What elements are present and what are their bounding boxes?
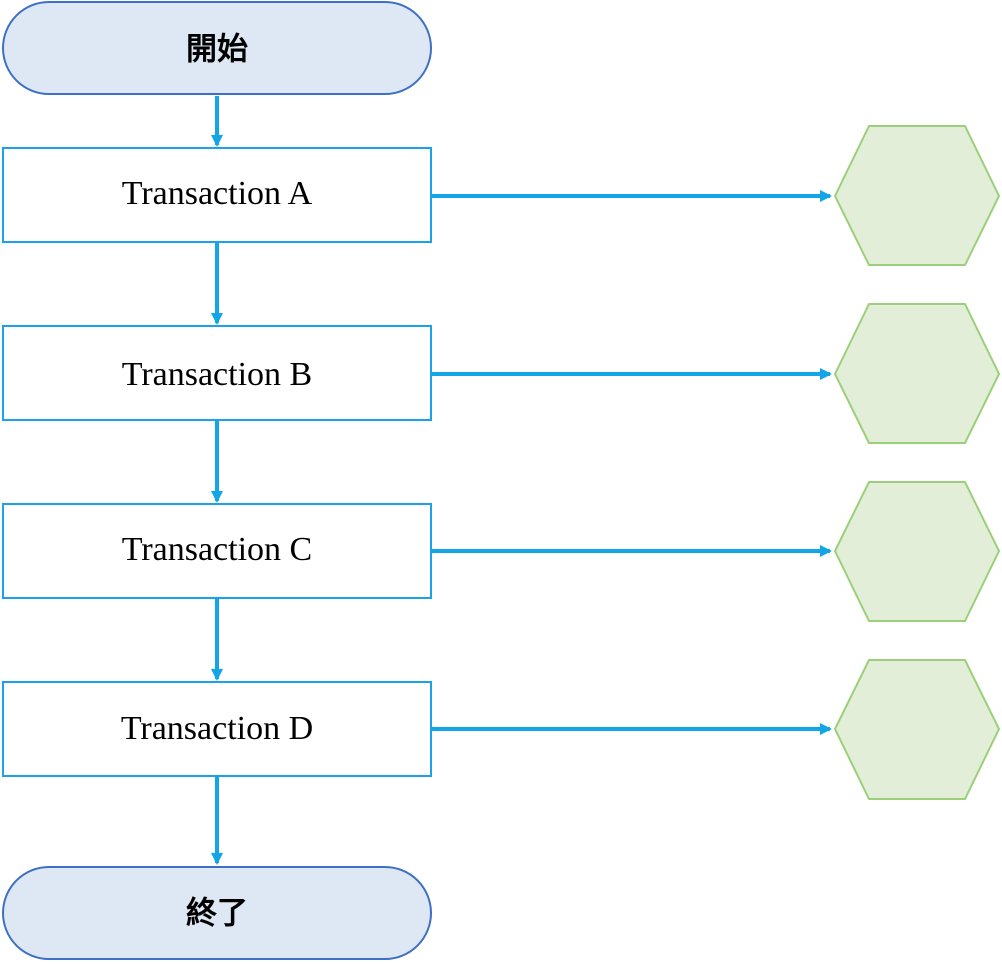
- hexagon-b: [833, 303, 1001, 444]
- hexagon-d: [833, 659, 1001, 800]
- start-label: 開始: [186, 32, 248, 68]
- transaction-d-label: Transaction D: [121, 710, 313, 747]
- end-terminal: 終了: [2, 866, 432, 960]
- transaction-b-label: Transaction B: [122, 356, 312, 393]
- hexagon-c: [833, 481, 1001, 622]
- transaction-a-label: Transaction A: [122, 175, 313, 212]
- transaction-a-box: Transaction A: [2, 147, 432, 243]
- start-terminal: 開始: [2, 1, 432, 95]
- transaction-c-label: Transaction C: [122, 531, 312, 568]
- transaction-c-box: Transaction C: [2, 503, 432, 599]
- hexagon-a: [833, 125, 1001, 266]
- transaction-b-box: Transaction B: [2, 325, 432, 421]
- end-label: 終了: [186, 896, 248, 932]
- transaction-d-box: Transaction D: [2, 681, 432, 777]
